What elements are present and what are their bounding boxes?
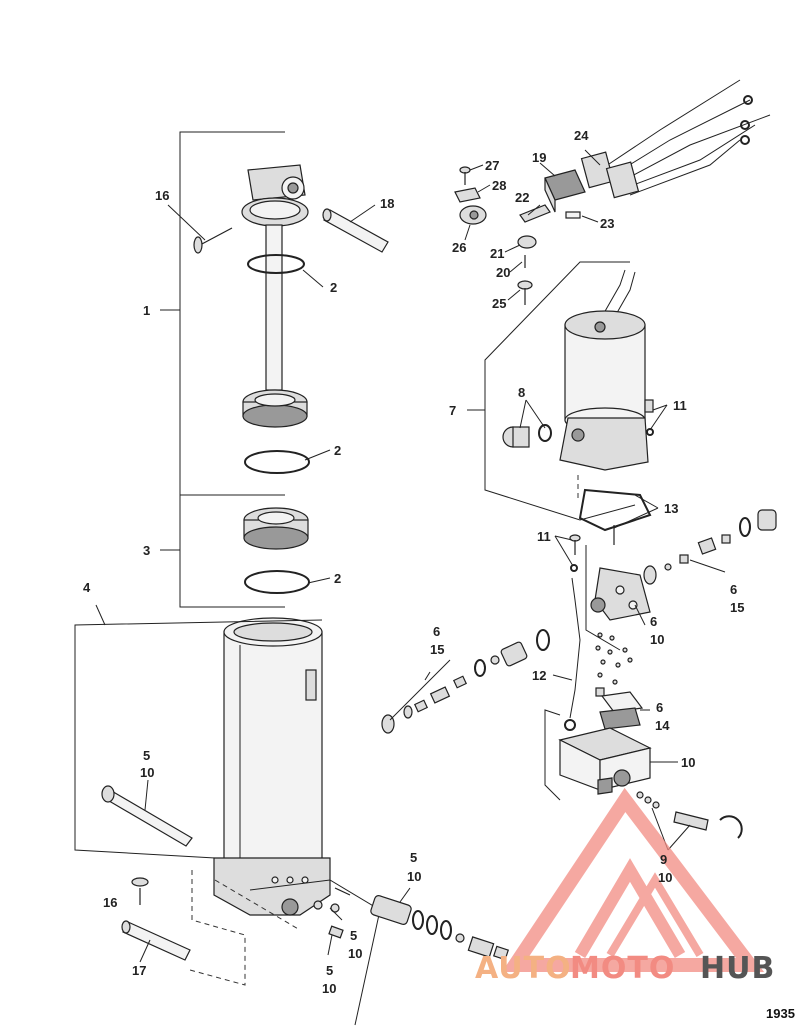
callout-1: 1 [143,303,150,318]
watermark-logo [501,787,765,972]
wire-harness [580,79,771,199]
valve-body [585,545,651,697]
callout-labels: 16 18 2 1 2 3 2 4 5 10 16 17 5 10 5 10 5… [83,128,744,996]
clamp-26 [459,205,487,225]
callout-6-seal: 6 [656,700,663,715]
spool-valve [370,895,510,961]
callout-16-lower: 16 [103,895,117,910]
cylinder-body [213,617,331,916]
callout-13: 13 [664,501,678,516]
fill-plug-8 [502,424,552,448]
callout-26: 26 [452,240,466,255]
piston [242,389,308,428]
o-ring-2-top [247,254,305,274]
callout-6-left: 6 [433,624,440,639]
callout-4: 4 [83,580,91,595]
callout-19: 19 [532,150,546,165]
screw-27 [459,166,471,185]
bolt-25 [517,280,533,305]
callout-23: 23 [600,216,614,231]
callout-21: 21 [490,246,504,261]
callout-27: 27 [485,158,499,173]
spacer-23 [565,211,581,219]
o-ring-2-mid [244,450,310,474]
o-ring-2-low [244,570,310,594]
cylinder-assembly [74,131,389,986]
piston-rod [265,224,283,391]
callout-5-bottom-a: 5 [350,928,357,943]
clip-22 [519,204,551,223]
electrical-parts [454,79,771,305]
ground-strap-12 [564,577,581,731]
check-valve-row-left [381,629,550,734]
callout-6-right: 6 [730,582,737,597]
callout-9: 9 [660,852,667,867]
pin-16-lower [131,877,149,905]
callout-28: 28 [492,178,506,193]
seal-14 [599,691,644,730]
callout-7: 7 [449,403,456,418]
callout-10-manifold: 10 [681,755,695,770]
callout-22: 22 [515,190,529,205]
watermark-text: AUTO MOTO HUB [475,951,775,986]
watermark-text-auto: AUTO [475,951,572,986]
lower-valve-parts [249,879,510,1026]
callout-17: 17 [132,963,146,978]
callout-16-top: 16 [155,188,169,203]
callout-5-bottom-b: 5 [326,963,333,978]
callout-15-left: 15 [430,642,444,657]
bracket-4 [74,619,323,859]
pin-17 [121,920,191,961]
bolt-5-left [101,785,193,847]
valve-body-pins [595,632,633,697]
pump-motor-assembly [467,261,654,572]
callout-11-upper: 11 [673,398,687,413]
callout-3: 3 [143,543,150,558]
callout-14: 14 [655,718,670,733]
callout-10-fitting: 10 [658,870,672,885]
pin-18 [322,208,389,253]
callout-10-bottom-b: 10 [322,981,336,996]
callout-8: 8 [518,385,525,400]
callout-6-valve: 6 [650,614,657,629]
callout-2-mid: 2 [334,443,341,458]
callout-10-bottom-a: 10 [348,946,362,961]
callout-10-left: 10 [140,765,154,780]
check-valve-row-right [643,509,777,585]
piston-rod-clevis [241,164,309,227]
callout-10-center: 10 [407,869,421,884]
end-cap [243,507,309,550]
callout-5-center: 5 [410,850,417,865]
callout-11-lower: 11 [537,529,551,544]
callout-12: 12 [532,668,546,683]
figure-number: 1935 [766,1006,795,1021]
callout-25: 25 [492,296,506,311]
watermark-text-hub: HUB [700,951,775,986]
bracket-28 [454,187,481,203]
watermark-text-moto: MOTO [570,951,675,986]
leader-lines [139,149,726,963]
screw-11-upper [644,399,654,436]
relay-19 [544,169,586,213]
fitting-9 [636,791,743,839]
callout-18: 18 [380,196,394,211]
callout-20: 20 [496,265,510,280]
manifold-plate [544,709,652,801]
screw-11-lower [569,534,581,572]
gasket-13 [578,488,652,532]
callout-10-valve: 10 [650,632,664,647]
callout-2-top: 2 [330,280,337,295]
callout-24: 24 [574,128,589,143]
pin-16-top [193,227,233,254]
grommet-21 [517,235,537,249]
callout-5-left: 5 [143,748,150,763]
bracket-3 [179,494,285,608]
callout-2-low: 2 [334,571,341,586]
callout-15-right: 15 [730,600,744,615]
